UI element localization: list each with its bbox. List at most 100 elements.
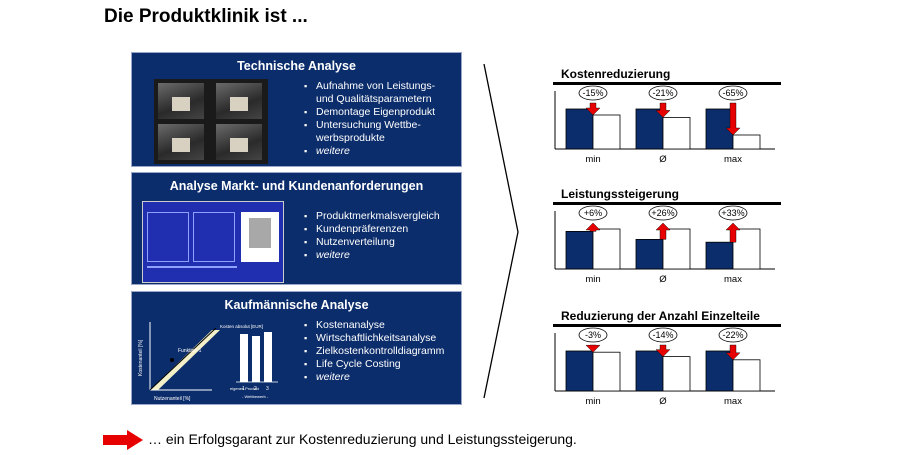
chart-parts-reduction: Reduzierung der Anzahl Einzelteile -3% mi…: [553, 309, 781, 427]
bar-before: [565, 108, 594, 150]
category-label: Ø: [659, 154, 667, 165]
bullet-item: Aufnahme von Leistungs- und Qualitätspar…: [304, 80, 454, 106]
bullet-list: Produktmerkmalsvergleich Kundenpräferenz…: [304, 210, 454, 262]
chart-cost-reduction: Kostenreduzierung -15%min-21%Ø-65%max: [553, 67, 781, 185]
bar-after: [592, 114, 621, 150]
group-label: - Wettbewerb -: [242, 394, 269, 399]
car-photo: [158, 83, 204, 119]
change-label: +6%: [584, 208, 602, 218]
bullet-item: Kostenanalyse: [304, 319, 459, 332]
bullet-item: Kundenpräferenzen: [304, 223, 454, 236]
chart-performance-increase: Leistungssteigerung +6%min+26%Ø+33%max: [553, 187, 781, 305]
bar-after: [732, 359, 761, 392]
category-label: max: [724, 274, 742, 285]
bullet-list: Aufnahme von Leistungs- und Qualitätspar…: [304, 80, 454, 158]
category-label: Ø: [659, 274, 667, 285]
thumb-x-label: eigenes Produkt: [230, 386, 260, 391]
change-label-bubble: [718, 205, 748, 221]
bar-after: [662, 356, 691, 392]
page-title: Die Produktklinik ist ...: [104, 6, 308, 27]
change-label-bubble: [648, 85, 678, 101]
car-photo: [216, 83, 262, 119]
bar-before: [565, 350, 594, 392]
bullet-item: Life Cycle Costing: [304, 358, 459, 371]
bullet-item: Zielkostenkontrolldiagramm: [304, 345, 459, 358]
bullet-item: Untersuchung Wettbe-werbsprodukte: [304, 119, 454, 145]
chart-canvas: +6%min+26%Ø+33%max: [554, 205, 775, 285]
bar-after: [662, 116, 691, 150]
bar-before: [635, 108, 664, 150]
chart-canvas: -15%min-21%Ø-65%max: [554, 85, 775, 165]
bar-before: [705, 241, 734, 270]
panel-commercial-analysis: Kaufmännische Analyse Funktion 1 Kostena…: [131, 291, 462, 405]
chart-title: Reduzierung der Anzahl Einzelteile: [561, 309, 760, 323]
thumb-xlabel: Nutzenanteil [%]: [154, 396, 191, 402]
bar-after: [662, 228, 691, 270]
category-label: max: [724, 154, 742, 165]
change-arrow: [725, 102, 741, 136]
change-label-bubble: [578, 85, 608, 101]
change-label: -3%: [585, 330, 601, 340]
survey-screenshot: [142, 201, 284, 283]
bar-after: [732, 134, 761, 150]
bar-before: [565, 230, 594, 270]
red-arrow-icon: [103, 430, 143, 450]
category-label: min: [585, 154, 600, 165]
bullet-item: Produktmerkmalsvergleich: [304, 210, 454, 223]
change-label: -22%: [722, 330, 743, 340]
bullet-item-more: weitere: [304, 145, 454, 158]
cost-benefit-graphic: Funktion 1 Kostenanteil [%] Nutzenanteil…: [138, 322, 278, 402]
category-label: Ø: [659, 396, 667, 407]
change-label-bubble: [578, 327, 608, 343]
change-arrow: [655, 102, 671, 118]
panel-title: Technische Analyse: [237, 59, 356, 73]
bracket-arrow: [483, 64, 519, 399]
bar-after: [592, 228, 621, 270]
change-label-bubble: [648, 327, 678, 343]
change-arrow: [725, 222, 741, 243]
category-label: min: [585, 274, 600, 285]
change-arrow: [585, 222, 601, 232]
chart-rule: [553, 324, 781, 327]
change-label: -14%: [652, 330, 673, 340]
change-label-bubble: [648, 205, 678, 221]
bullet-item-more: weitere: [304, 249, 454, 262]
car-photo: [216, 124, 262, 160]
car-photo: [158, 124, 204, 160]
panel-technical-analysis: Technische Analyse Aufnahme von Leistung…: [131, 52, 462, 167]
bar-after: [592, 351, 621, 392]
change-label: -15%: [582, 88, 603, 98]
change-label-bubble: [578, 205, 608, 221]
bar-before: [705, 350, 734, 392]
bullet-item: Nutzenverteilung: [304, 236, 454, 249]
bullet-item: Wirtschaftlichkeitsanalyse: [304, 332, 459, 345]
chart-title: Leistungssteigerung: [561, 187, 680, 201]
panel-title: Analyse Markt- und Kundenanforderungen: [169, 179, 424, 193]
thumb-x-label: 1: [242, 386, 245, 392]
panel-title: Kaufmännische Analyse: [224, 298, 369, 312]
chart-rule: [553, 202, 781, 205]
point-label: Funktion 1: [178, 348, 202, 354]
bullet-item-more: weitere: [304, 371, 459, 384]
change-label: +26%: [651, 208, 674, 218]
change-arrow: [585, 344, 601, 353]
thumb-x-label: 3: [266, 386, 269, 392]
bar-before: [635, 350, 664, 392]
bars-label: Kosten absolut [EUR]: [220, 324, 263, 329]
change-label-bubble: [718, 85, 748, 101]
car-photos: [154, 79, 268, 164]
chart-title: Kostenreduzierung: [561, 67, 671, 81]
panel-market-analysis: Analyse Markt- und Kundenanforderungen P…: [131, 172, 462, 285]
change-arrow: [725, 344, 741, 361]
change-label: -65%: [722, 88, 743, 98]
category-label: min: [585, 396, 600, 407]
thumb-ylabel: Kostenanteil [%]: [138, 339, 144, 376]
bar-after: [732, 228, 761, 270]
change-arrow: [655, 344, 671, 357]
change-arrow: [585, 102, 601, 116]
bar-before: [635, 239, 664, 270]
bullet-list: Kostenanalyse Wirtschaftlichkeitsanalyse…: [304, 319, 459, 384]
chart-rule: [553, 82, 781, 85]
bullet-item: Demontage Eigenprodukt: [304, 106, 454, 119]
change-label-bubble: [718, 327, 748, 343]
